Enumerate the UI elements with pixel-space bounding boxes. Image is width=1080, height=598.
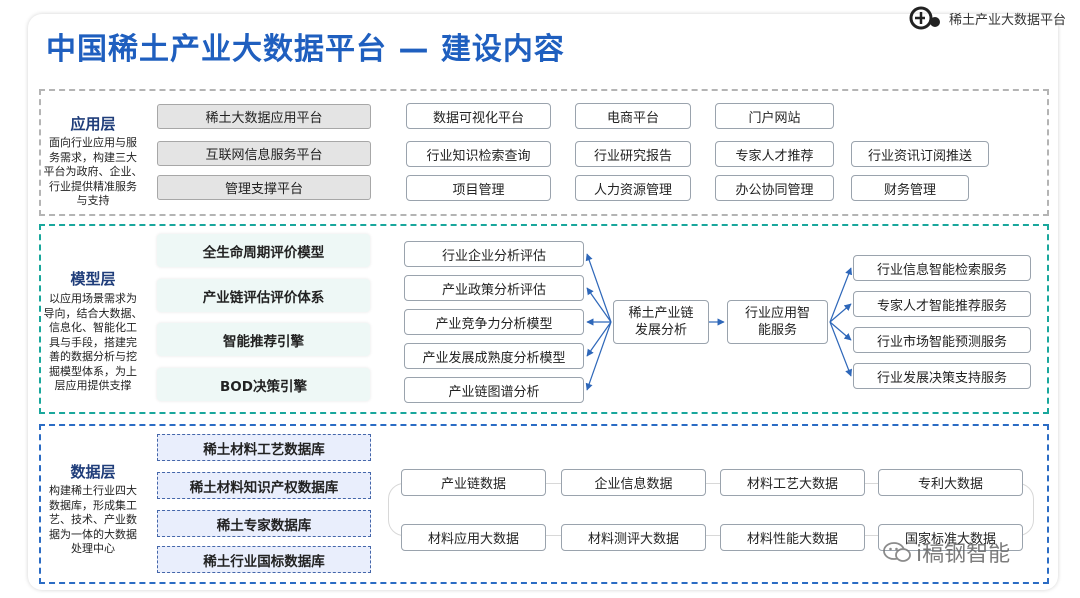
hub-line: 能服务 [757,323,797,338]
brand-logo: 稀土产业大数据平台 [909,6,1066,30]
model-box: 全生命周期评价模型 [157,234,370,267]
model-box: 产业链评估评价体系 [157,279,370,312]
app-item-box: 行业研究报告 [575,141,691,167]
app-item-box: 人力资源管理 [575,175,691,201]
data-item-box: 材料工艺大数据 [720,469,865,496]
data-layer-desc: 构建稀土行业四大 数据库，形成集工 艺、技术、产业数 据为一体的大数据 处理中心 [40,484,146,557]
industry-chain-hub: 稀土产业链 发展分析 [613,300,709,344]
model-desc-line: 具与手段，搭建完 [49,335,137,349]
data-desc-line: 构建稀土行业四大 [49,484,137,497]
platform-box: 稀土大数据应用平台 [157,104,371,129]
analysis-box: 行业企业分析评估 [404,241,584,267]
data-item-box: 专利大数据 [878,469,1023,496]
data-desc-line: 数据库，形成集工 [49,498,137,512]
data-item-box: 材料性能大数据 [720,524,865,551]
app-desc-line: 与支持 [76,194,110,207]
platform-box: 管理支撑平台 [157,175,371,200]
app-desc-line: 面向行业应用与服 [49,136,137,149]
data-desc-line: 处理中心 [71,542,115,555]
model-layer-title: 模型层 [70,270,116,288]
app-item-box: 专家人才推荐 [715,141,834,167]
database-box: 稀土行业国标数据库 [157,546,371,573]
data-group-bracket [388,483,1034,536]
watermark: i稿钢智能 [882,536,1010,568]
model-desc-line: 层应用提供支撑 [54,379,132,392]
data-item-box: 材料应用大数据 [401,524,546,551]
model-layer-frame [39,224,1049,414]
model-desc-line: 掘模型体系，为上 [49,364,137,378]
model-desc-line: 导向，结合大数据、 [43,306,143,320]
database-box: 稀土材料知识产权数据库 [157,472,371,499]
data-desc-line: 艺、技术、产业数 [49,513,137,526]
data-layer-title: 数据层 [70,463,116,481]
app-item-box: 数据可视化平台 [406,103,551,129]
app-item-box: 电商平台 [575,103,691,129]
app-item-box: 行业资讯订阅推送 [851,141,989,167]
model-box: BOD决策引擎 [157,368,370,401]
data-item-box: 产业链数据 [401,469,546,496]
app-desc-line: 务需求，构建三大 [49,150,137,164]
app-desc-line: 行业提供精准服务 [49,179,137,193]
watermark-text: i稿钢智能 [916,542,1011,567]
data-item-box: 材料测评大数据 [561,524,706,551]
brand-logo-icon [909,6,940,30]
app-layer-desc: 面向行业应用与服 务需求，构建三大 平台为政府、企业、 行业提供精准服务 与支持 [40,136,146,209]
data-item-box: 国家标准大数据 [878,524,1023,551]
model-layer-desc: 以应用场景需求为 导向，结合大数据、 信息化、智能化工 具与手段，搭建完 善的数… [40,292,146,394]
model-desc-line: 信息化、智能化工 [49,321,137,334]
data-desc-line: 据为一体的大数据 [49,527,137,541]
app-item-box: 财务管理 [851,175,969,201]
service-box: 行业信息智能检索服务 [853,255,1031,281]
app-layer-title: 应用层 [70,115,116,133]
app-item-box: 办公协同管理 [715,175,834,201]
database-box: 稀土专家数据库 [157,510,371,537]
analysis-box: 产业竞争力分析模型 [404,309,584,335]
analysis-box: 产业政策分析评估 [404,275,584,301]
wechat-icon [883,542,911,562]
analysis-box: 产业链图谱分析 [404,377,584,403]
app-item-box: 项目管理 [406,175,551,201]
app-layer-frame [39,89,1049,216]
app-item-box: 行业知识检索查询 [406,141,551,167]
service-box: 专家人才智能推荐服务 [853,291,1031,317]
model-desc-line: 善的数据分析与挖 [49,350,137,363]
hub-line: 稀土产业链 [628,306,694,321]
model-box: 智能推荐引擎 [157,323,370,356]
smart-service-hub: 行业应用智 能服务 [727,300,828,344]
data-layer-frame [39,424,1049,584]
service-box: 行业市场智能预测服务 [853,327,1031,353]
platform-box: 互联网信息服务平台 [157,141,371,166]
brand-logo-text: 稀土产业大数据平台 [948,12,1066,28]
hub-line: 行业应用智 [744,306,810,321]
app-desc-line: 平台为政府、企业、 [43,165,143,178]
analysis-box: 产业发展成熟度分析模型 [404,343,584,369]
service-box: 行业发展决策支持服务 [853,363,1031,389]
app-item-box: 门户网站 [715,103,834,129]
hub-line: 发展分析 [634,323,687,338]
database-box: 稀土材料工艺数据库 [157,434,371,461]
model-desc-line: 以应用场景需求为 [49,292,137,305]
page-title: 中国稀土产业大数据平台 — 建设内容 [46,32,565,67]
data-item-box: 企业信息数据 [561,469,706,496]
